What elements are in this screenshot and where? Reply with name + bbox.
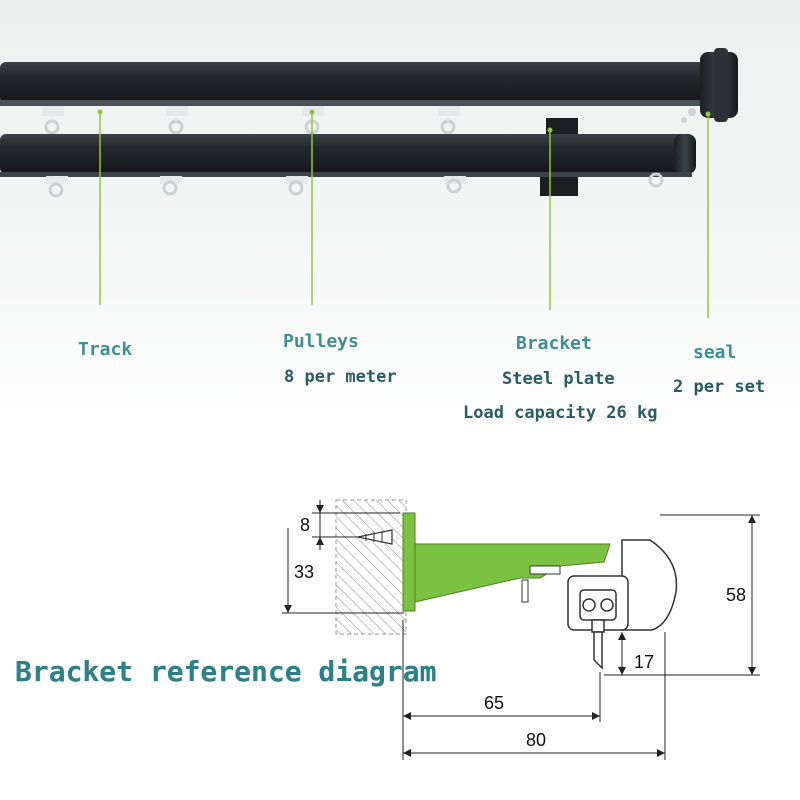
- label-bracket-material: Steel plate: [502, 369, 615, 389]
- dimension-arrows: [284, 505, 756, 757]
- bracket-diagram: [402, 512, 611, 612]
- leader-dots: [97, 109, 711, 133]
- dimension-lines: [282, 500, 760, 760]
- screw-icon: [357, 529, 393, 545]
- dim-33: 33: [294, 562, 314, 582]
- seal-end-cap: [681, 48, 738, 123]
- label-seal-detail: 2 per set: [673, 377, 766, 397]
- label-seal: seal: [693, 342, 737, 363]
- upper-rail: [0, 62, 712, 106]
- lower-pulleys: [46, 172, 664, 198]
- label-pulleys: Pulleys: [283, 331, 359, 352]
- label-bracket: Bracket: [516, 333, 592, 354]
- lower-rail: [0, 134, 696, 177]
- dim-65: 65: [484, 693, 504, 713]
- label-bracket-capacity: Load capacity 26 kg: [463, 403, 658, 423]
- label-track: Track: [78, 339, 133, 360]
- dim-80: 80: [526, 730, 546, 750]
- dim-58: 58: [726, 585, 746, 605]
- wall-hatch: [335, 499, 407, 635]
- track-profile: [567, 539, 678, 670]
- diagram-title: Bracket reference diagram: [15, 655, 437, 688]
- leader-lines: [99, 112, 709, 318]
- dim-8: 8: [300, 515, 310, 535]
- label-pulleys-detail: 8 per meter: [284, 367, 397, 387]
- dim-17: 17: [634, 652, 654, 672]
